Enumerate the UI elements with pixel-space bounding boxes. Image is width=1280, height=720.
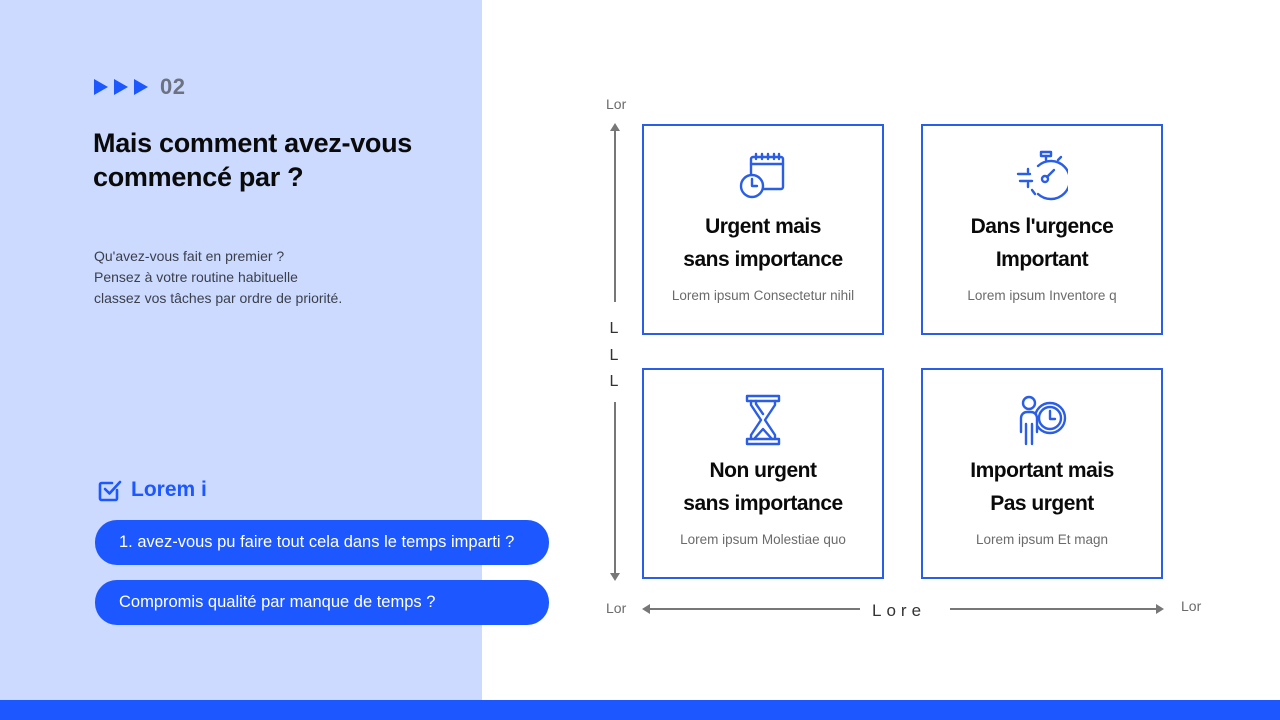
- x-axis-left-label: Lor: [606, 600, 627, 616]
- quadrant-title: sans importance: [683, 248, 843, 271]
- quadrant-title: Urgent mais: [705, 215, 821, 238]
- quadrant-description: Lorem ipsum Inventore q: [967, 288, 1117, 303]
- play-arrow-icon: [114, 79, 128, 95]
- checklist-item-label: Compromis qualité par manque de temps ?: [119, 593, 436, 611]
- x-axis-line-left: [648, 608, 860, 610]
- checklist-item-quality-question[interactable]: Compromis qualité par manque de temps ?: [95, 580, 549, 625]
- y-axis-top-label: Lor: [606, 96, 627, 112]
- intro-text: Qu'avez-vous fait en premier ? Pensez à …: [94, 246, 342, 309]
- quadrant-title: Important: [995, 248, 1089, 271]
- quadrant-title: Dans l'urgence: [970, 215, 1114, 238]
- arrow-left-icon: [642, 604, 650, 614]
- quadrant-title: sans importance: [683, 492, 843, 515]
- quadrant-description: Lorem ipsum Et magn: [975, 532, 1109, 547]
- person-clock-icon: [1019, 395, 1067, 446]
- arrow-right-icon: [1156, 604, 1164, 614]
- hourglass-icon: [745, 394, 781, 446]
- play-arrow-icon: [94, 79, 108, 95]
- page-title: Mais comment avez-vous commencé par ?: [93, 128, 413, 192]
- y-axis-letter: L: [609, 373, 619, 390]
- quadrant-title: Non urgent: [709, 459, 817, 482]
- intro-line: Pensez à votre routine habituelle: [94, 269, 298, 285]
- quadrant-urgent-not-important: Urgent mais sans importance Lorem ipsum …: [642, 124, 884, 335]
- quadrant-title: Pas urgent: [990, 492, 1094, 515]
- intro-line: classez vos tâches par ordre de priorité…: [94, 290, 343, 306]
- y-axis-letter: L: [609, 346, 619, 364]
- section-number: 02: [160, 74, 186, 99]
- checklist-item-time-question[interactable]: 1. avez-vous pu faire tout cela dans le …: [95, 520, 549, 565]
- quadrant-description: Lorem ipsum Consectetur nihil: [671, 288, 855, 303]
- y-axis-letter: L: [609, 320, 619, 337]
- x-axis-line-right: [950, 608, 1158, 610]
- checklist-item-label: 1. avez-vous pu faire tout cela dans le …: [119, 533, 515, 551]
- y-axis-center-label: L L L: [606, 316, 622, 396]
- quadrant-important-not-urgent: Important mais Pas urgent Lorem ipsum Et…: [921, 368, 1163, 579]
- checkbox-checked-icon: [98, 480, 122, 502]
- section-marker: 02: [94, 74, 185, 100]
- x-axis-center-label: Lore: [872, 601, 927, 620]
- stopwatch-fast-icon: [1016, 150, 1068, 201]
- quadrant-not-urgent-not-important: Non urgent sans importance Lorem ipsum M…: [642, 368, 884, 579]
- play-arrow-icon: [134, 79, 148, 95]
- quadrant-urgent-important: Dans l'urgence Important Lorem ipsum Inv…: [921, 124, 1163, 335]
- bottom-accent-bar: [0, 700, 1280, 720]
- checklist-header: Lorem i: [97, 477, 207, 503]
- y-axis-line-upper: [614, 130, 616, 302]
- quadrant-title: Important mais: [970, 459, 1114, 482]
- quadrant-description: Lorem ipsum Molestiae quo: [680, 532, 846, 547]
- arrow-up-icon: [610, 123, 620, 131]
- x-axis-right-label: Lor: [1181, 598, 1202, 614]
- y-axis-line-lower: [614, 402, 616, 574]
- intro-line: Qu'avez-vous fait en premier ?: [94, 248, 285, 264]
- arrow-down-icon: [610, 573, 620, 581]
- checklist-title: Lorem i: [131, 478, 207, 501]
- calendar-clock-icon: [739, 152, 785, 199]
